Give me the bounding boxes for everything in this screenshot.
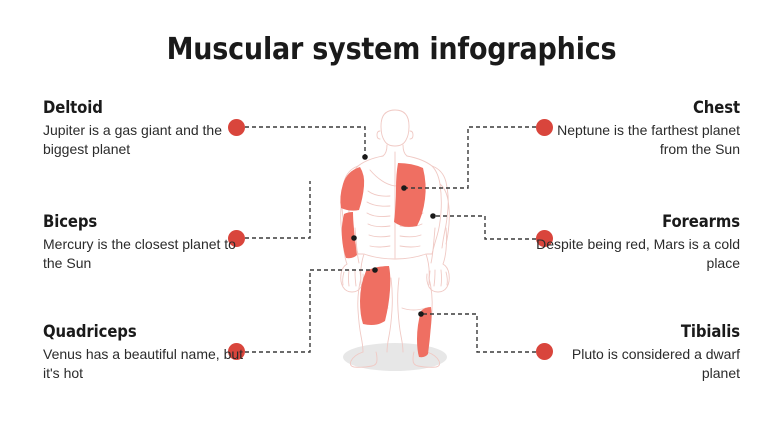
info-block-forearms[interactable]: Forearms Despite being red, Mars is a co… — [535, 212, 740, 273]
hand-left-outline — [340, 263, 364, 293]
body-figure — [340, 109, 450, 368]
connector-lines — [245, 126, 536, 353]
info-heading-forearms: Forearms — [662, 212, 740, 231]
endpoint-biceps — [351, 235, 357, 241]
info-body-chest: Neptune is the farthest planet from the … — [557, 122, 740, 157]
neck-outline — [382, 144, 408, 157]
info-heading-tibialis: Tibialis — [680, 322, 740, 341]
endpoint-tibialis — [418, 311, 424, 317]
page-title: Muscular system infographics — [166, 32, 617, 67]
highlighted-muscles — [340, 163, 432, 358]
connector-chest — [404, 126, 536, 189]
ear-right-outline — [409, 130, 414, 140]
biceps-highlight — [341, 212, 357, 259]
leg-left-outline — [357, 277, 393, 353]
arm-right-outline — [431, 165, 450, 249]
info-heading-deltoid: Deltoid — [43, 98, 103, 117]
bullet-dot-tibialis[interactable] — [536, 343, 553, 360]
connector-forearms — [434, 215, 536, 240]
foot-left-outline — [349, 351, 378, 368]
quadriceps-highlight — [360, 266, 391, 325]
info-body-quadriceps: Venus has a beautiful name, but it's hot — [43, 346, 244, 381]
info-heading-biceps: Biceps — [43, 212, 98, 231]
bullet-dot-forearms[interactable] — [536, 230, 553, 247]
tibialis-highlight — [417, 307, 432, 358]
endpoint-forearms — [430, 213, 436, 219]
foot-right-outline — [412, 351, 441, 368]
info-body-tibialis: Pluto is considered a dwarf planet — [571, 346, 740, 381]
bullet-dot-chest[interactable] — [536, 119, 553, 136]
connector-tibialis — [422, 313, 536, 353]
waist-outline — [363, 253, 427, 260]
info-body-deltoid: Jupiter is a gas giant and the biggest p… — [43, 122, 223, 157]
info-block-quadriceps[interactable]: Quadriceps Venus has a beautiful name, b… — [43, 322, 248, 383]
floor-shadow-ellipse — [343, 343, 447, 371]
trapezius-outline — [357, 155, 433, 167]
connector-biceps — [245, 181, 311, 239]
bullet-dot-biceps[interactable] — [228, 230, 245, 247]
connector-quadriceps — [245, 269, 374, 353]
ear-left-outline — [376, 130, 381, 140]
info-block-biceps[interactable]: Biceps Mercury is the closest planet to … — [43, 212, 248, 273]
bullet-dot-quadriceps[interactable] — [228, 343, 245, 360]
endpoint-quadriceps — [372, 267, 378, 273]
head-outline — [380, 109, 410, 147]
forearm-right-outline — [430, 227, 447, 265]
info-block-chest[interactable]: Chest Neptune is the farthest planet fro… — [535, 98, 740, 159]
info-heading-chest: Chest — [693, 98, 740, 117]
endpoint-deltoid — [362, 154, 368, 160]
knee-right-line — [401, 307, 427, 311]
bullet-dot-deltoid[interactable] — [228, 119, 245, 136]
connector-deltoid — [245, 126, 366, 156]
connector-endpoints — [351, 154, 436, 317]
chest-highlight — [394, 163, 426, 227]
info-body-biceps: Mercury is the closest planet to the Sun — [43, 236, 236, 271]
hand-right-outline — [426, 263, 450, 293]
info-heading-quadriceps: Quadriceps — [43, 322, 137, 341]
info-block-tibialis[interactable]: Tibialis Pluto is considered a dwarf pla… — [535, 322, 740, 383]
info-body-forearms: Despite being red, Mars is a cold place — [536, 236, 740, 271]
info-block-deltoid[interactable]: Deltoid Jupiter is a gas giant and the b… — [43, 98, 248, 159]
rib-lines-left — [366, 190, 391, 248]
endpoint-chest — [401, 185, 407, 191]
deltoid-highlight — [340, 167, 365, 211]
